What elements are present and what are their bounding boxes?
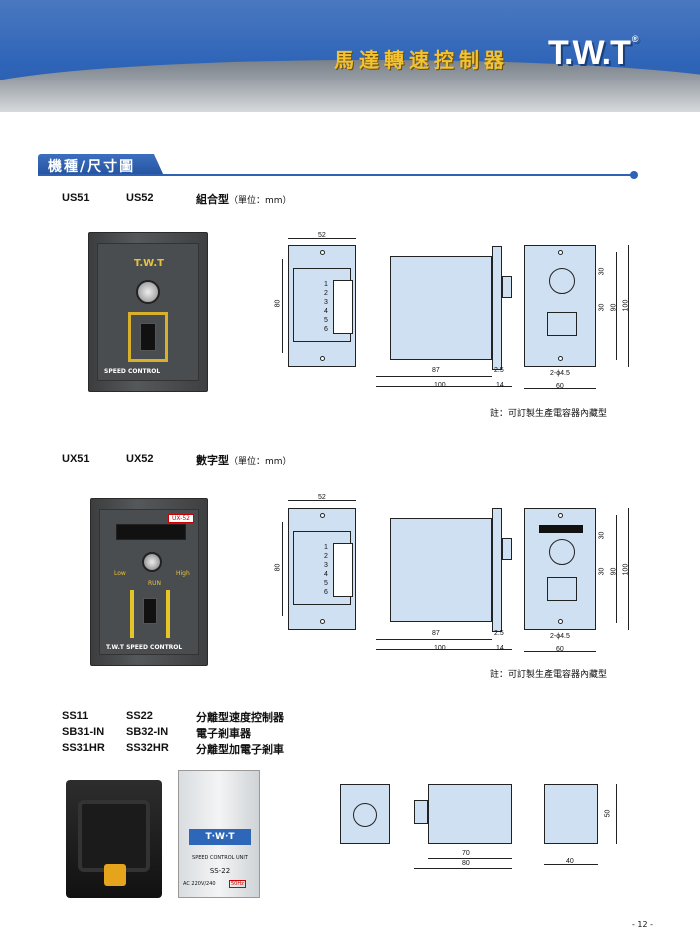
- ux-side-drawing: [390, 518, 492, 622]
- ss-rear-drawing: [544, 784, 598, 844]
- ux-controller-photo: UX-52 Low High RUN T.W.T SPEED CONTROL: [90, 498, 208, 666]
- power-switch-digital: [143, 598, 157, 624]
- speed-knob: [136, 280, 160, 304]
- type-label: 組合型（單位：mm）: [196, 193, 292, 206]
- dim-14-digital: 14: [496, 645, 504, 652]
- header-banner: 馬達轉速控制器 T.W.T®: [0, 0, 700, 112]
- dim-width-52-digital: 52: [318, 494, 326, 501]
- dim-60: 60: [556, 383, 564, 390]
- model-badge: UX-52: [167, 514, 194, 523]
- ss-front-drawing: [340, 784, 390, 844]
- us-shaft: [502, 276, 512, 298]
- ss-side-pins: [414, 800, 428, 824]
- socket-base-photo: [66, 780, 162, 898]
- ux-side-flange: [492, 508, 502, 632]
- dim-width-52: 52: [318, 232, 326, 239]
- ux-front-drawing: 1 2 3 4 5 6: [288, 508, 356, 630]
- dim-50: 50: [604, 809, 612, 818]
- section-title: 機種/尺寸圖: [48, 159, 136, 175]
- switch-frame: [128, 312, 168, 362]
- panel-brand: T.W.T: [134, 258, 164, 269]
- brand-logo: T.W.T®: [548, 34, 638, 72]
- dim-80: 80: [462, 860, 470, 867]
- desc-separate-controller: 分離型速度控制器: [196, 711, 284, 724]
- controller-faceplate-digital: UX-52 Low High RUN T.W.T SPEED CONTROL: [99, 509, 199, 655]
- dim-100-digital: 100: [434, 645, 446, 652]
- banner-wave-base: [0, 80, 700, 112]
- dim-60-digital: 60: [556, 646, 564, 653]
- us-rear-drawing: [524, 245, 596, 367]
- section-tag: 機種/尺寸圖: [38, 154, 164, 176]
- unit-hz: 50Hz: [229, 880, 246, 888]
- terminal-block: 1 2 3 4 5 6: [324, 280, 353, 334]
- catalog-title: 馬達轉速控制器: [334, 48, 509, 72]
- unit-name: SPEED CONTROL UNIT: [192, 855, 248, 861]
- ss-side-drawing: [428, 784, 512, 844]
- digital-display: [116, 524, 186, 540]
- section-divider-dot: [630, 171, 638, 179]
- model-us51: US51: [62, 192, 90, 204]
- model-ss31hr: SS31HR: [62, 742, 105, 754]
- dim-height-80-digital: 80: [274, 563, 282, 572]
- panel-label: SPEED CONTROL: [104, 368, 161, 375]
- label-low: Low: [114, 570, 126, 577]
- dim-holes-digital: 2-ϕ4.5: [550, 633, 570, 640]
- ux-rear-drawing: [524, 508, 596, 630]
- dim-87-digital: 87: [432, 630, 440, 637]
- socket-clip: [104, 864, 126, 886]
- switch-frame-digital: [130, 590, 170, 638]
- note-capacitor-digital: 註：可訂製生產電容器內藏型: [490, 670, 608, 680]
- dim-height-80: 80: [274, 299, 282, 308]
- section-divider: [38, 174, 636, 176]
- controller-faceplate: T.W.T SPEED CONTROL: [97, 243, 199, 381]
- power-switch: [140, 323, 156, 351]
- dim-100: 100: [434, 382, 446, 389]
- terminal-block-digital: 1 2 3 4 5 6: [324, 543, 353, 597]
- dim-70: 70: [462, 850, 470, 857]
- type-label-digital: 數字型（單位：mm）: [196, 454, 292, 467]
- unit-model: SS-22: [209, 867, 231, 875]
- label-high: High: [176, 570, 190, 577]
- page-number: - 12 -: [632, 920, 654, 929]
- model-ss32hr: SS32HR: [126, 742, 169, 754]
- dim-30b-digital: 30: [598, 567, 606, 576]
- desc-separate-brake: 分離型加電子剎車: [196, 743, 284, 756]
- model-sb31-in: SB31-IN: [62, 726, 105, 738]
- dim-14: 14: [496, 382, 504, 389]
- speed-control-unit-photo: T·W·T SPEED CONTROL UNIT SS-22 AC 220V/2…: [178, 770, 260, 898]
- speed-knob-digital: [142, 552, 162, 572]
- us-controller-photo: T.W.T SPEED CONTROL: [88, 232, 208, 392]
- model-ss22: SS22: [126, 710, 153, 722]
- dim-87: 87: [432, 367, 440, 374]
- model-us52: US52: [126, 192, 154, 204]
- us-front-drawing: 1 2 3 4 5 6: [288, 245, 356, 367]
- model-ux51: UX51: [62, 453, 90, 465]
- panel-label-digital: T.W.T SPEED CONTROL: [106, 644, 183, 651]
- dim-2-5-digital: 2.5: [494, 630, 504, 637]
- ux-shaft: [502, 538, 512, 560]
- unit-ac: AC 220V/240: [183, 881, 216, 887]
- dim-30b: 30: [598, 303, 606, 312]
- us-side-flange: [492, 246, 502, 370]
- dim-40: 40: [566, 858, 574, 865]
- us-side-drawing: [390, 256, 492, 360]
- dim-2-5: 2.5: [494, 367, 504, 374]
- label-run: RUN: [148, 580, 162, 587]
- model-ss11: SS11: [62, 710, 89, 722]
- dim-30a: 30: [598, 267, 606, 276]
- model-ux52: UX52: [126, 453, 154, 465]
- unit-brand: T·W·T: [189, 829, 251, 845]
- note-capacitor: 註：可訂製生產電容器內藏型: [490, 409, 608, 419]
- desc-electronic-brake: 電子剎車器: [196, 727, 251, 740]
- dim-30a-digital: 30: [598, 531, 606, 540]
- model-sb32-in: SB32-IN: [126, 726, 169, 738]
- dim-holes: 2-ϕ4.5: [550, 370, 570, 377]
